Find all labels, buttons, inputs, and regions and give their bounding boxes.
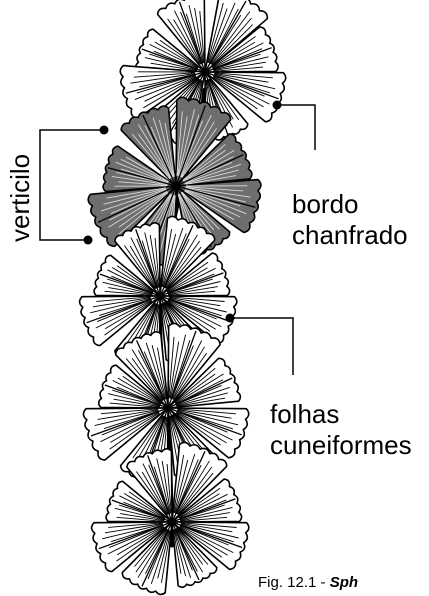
whorl-5 xyxy=(92,442,249,594)
callout-bordo xyxy=(277,105,315,150)
whorl-node xyxy=(168,518,176,526)
caption-species: Sph xyxy=(330,574,358,591)
label-verticilo-text: verticilo xyxy=(6,154,34,242)
whorl-node xyxy=(201,68,209,76)
label-bordo: bordo xyxy=(292,190,359,218)
callout-verticilo xyxy=(40,130,104,240)
whorl-node xyxy=(172,182,180,190)
callout-folhas xyxy=(230,318,293,375)
whorl-node xyxy=(164,404,172,412)
caption-prefix: Fig. 12.1 - xyxy=(258,574,330,591)
label-cuneiformes: cuneiformes xyxy=(270,431,412,459)
figure-caption: Fig. 12.1 - Sph xyxy=(258,574,358,592)
callout-dot-bordo xyxy=(273,101,282,110)
callout-dot-folhas xyxy=(226,314,235,323)
label-chanfrado: chanfrado xyxy=(292,221,408,249)
whorl-node xyxy=(156,292,164,300)
callout-dot-verticilo-top xyxy=(100,126,109,135)
label-folhas: folhas xyxy=(270,400,339,428)
callout-dot-verticilo-bottom xyxy=(84,236,93,245)
